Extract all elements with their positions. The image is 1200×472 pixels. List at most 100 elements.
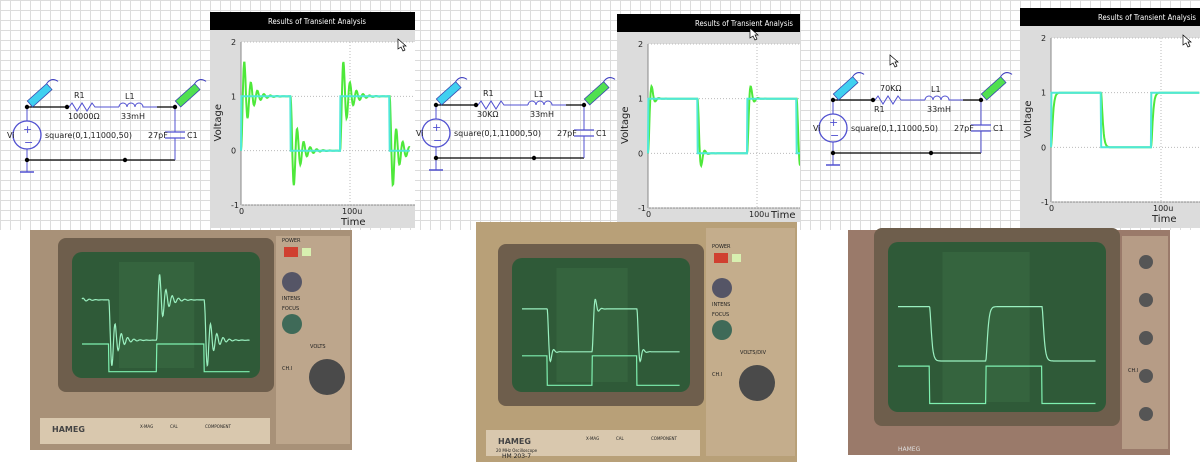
node-dot bbox=[473, 102, 479, 108]
scope-trace-input bbox=[898, 365, 1096, 405]
focus-knob[interactable] bbox=[712, 320, 732, 340]
resistor-r1[interactable] bbox=[67, 102, 119, 112]
component-tester-label: COMPONENT bbox=[205, 424, 231, 429]
intensity-knob[interactable] bbox=[282, 272, 302, 292]
input-probe-clip bbox=[455, 77, 468, 82]
voltage-source[interactable] bbox=[12, 120, 42, 150]
control-knob[interactable] bbox=[1139, 331, 1153, 345]
node-dot bbox=[433, 155, 439, 161]
y-axis-label: Voltage bbox=[620, 106, 631, 144]
capacitor-value: 27pF bbox=[148, 131, 168, 140]
capacitor-name: C1 bbox=[993, 124, 1004, 133]
resistor-r1[interactable] bbox=[476, 100, 528, 110]
volts-div-label: VOLTS/DIV bbox=[740, 350, 767, 356]
voltage-source[interactable] bbox=[818, 113, 848, 143]
source-expression: square(0,1,11000,50) bbox=[454, 129, 541, 138]
node-dot bbox=[830, 150, 836, 156]
inductor-l1[interactable] bbox=[527, 100, 566, 106]
input-probe-clip bbox=[852, 72, 865, 77]
output-probe-body bbox=[174, 83, 201, 108]
control-knob[interactable] bbox=[1139, 293, 1153, 307]
output-probe[interactable] bbox=[174, 77, 207, 108]
capacitor-name: C1 bbox=[596, 129, 607, 138]
control-panel bbox=[276, 236, 350, 444]
resistor-name: R1 bbox=[74, 91, 85, 100]
output-probe[interactable] bbox=[980, 70, 1013, 101]
power-button-icon bbox=[714, 253, 728, 263]
window-titlebar[interactable] bbox=[1020, 8, 1200, 26]
x-tick-label: 100u bbox=[1153, 204, 1173, 213]
mouse-cursor-icon bbox=[749, 27, 759, 41]
y-tick-label: 2 bbox=[1041, 34, 1046, 43]
y-tick-label: 0 bbox=[231, 147, 236, 156]
inductor-l1[interactable] bbox=[924, 95, 963, 101]
control-knob[interactable] bbox=[1139, 255, 1153, 269]
schematic-canvas[interactable] bbox=[0, 0, 1200, 230]
inductor-l1[interactable] bbox=[118, 102, 157, 108]
brand-logo: HAMEG bbox=[498, 437, 531, 446]
front-label-strip bbox=[486, 430, 700, 456]
input-probe-body bbox=[435, 81, 462, 106]
brand-logo: HAMEG bbox=[52, 425, 85, 434]
mouse-cursor-icon bbox=[397, 38, 407, 52]
x-tick-label: 100u bbox=[749, 210, 769, 219]
volts-div-label: VOLTS bbox=[310, 344, 326, 350]
intensity-knob[interactable] bbox=[712, 278, 732, 298]
input-probe-clip bbox=[46, 79, 59, 84]
window-titlebar[interactable] bbox=[210, 12, 415, 30]
control-knob[interactable] bbox=[1139, 369, 1153, 383]
volts-div-knob[interactable] bbox=[739, 365, 775, 401]
control-knob[interactable] bbox=[1139, 407, 1153, 421]
y-tick-label: 1 bbox=[1041, 89, 1046, 98]
intens-label: INTENS bbox=[712, 302, 730, 308]
x-tick-label: 0 bbox=[646, 210, 651, 219]
y-tick-label: 2 bbox=[638, 40, 643, 49]
output-probe[interactable] bbox=[583, 75, 616, 106]
inductor-name: L1 bbox=[125, 92, 135, 101]
node-dot bbox=[870, 97, 876, 103]
plot-area bbox=[648, 44, 800, 208]
y-tick-label: -1 bbox=[1041, 198, 1049, 207]
output-probe-body bbox=[980, 76, 1007, 101]
input-probe[interactable] bbox=[26, 77, 59, 108]
window-title: Results of Transient Analysis bbox=[268, 17, 366, 26]
output-probe-clip bbox=[603, 77, 616, 82]
node-dot bbox=[24, 157, 30, 163]
cal-label: CAL bbox=[170, 424, 179, 429]
y-tick-label: 0 bbox=[638, 149, 643, 158]
focus-knob[interactable] bbox=[282, 314, 302, 334]
power-led-icon bbox=[302, 248, 311, 256]
series-input-line bbox=[647, 97, 800, 155]
xmag-label: X-MAG bbox=[140, 424, 153, 429]
plus-icon: + bbox=[432, 121, 441, 134]
window-titlebar[interactable] bbox=[617, 14, 800, 32]
node-dot bbox=[64, 104, 70, 110]
y-tick-label: 0 bbox=[1041, 143, 1046, 152]
resistor-name: R1 bbox=[483, 89, 494, 98]
inductor-value: 33mH bbox=[121, 112, 145, 121]
volts-div-knob[interactable] bbox=[309, 359, 345, 395]
input-probe[interactable] bbox=[435, 75, 468, 106]
node-dot bbox=[122, 157, 128, 163]
inductor-name: L1 bbox=[931, 85, 941, 94]
resistor-value: 70KΩ bbox=[880, 84, 902, 93]
node-dot bbox=[830, 97, 836, 103]
node-dot bbox=[433, 102, 439, 108]
power-label: POWER bbox=[282, 238, 301, 244]
input-probe[interactable] bbox=[832, 70, 865, 101]
resistor-r1[interactable] bbox=[873, 95, 925, 105]
ch1-label: CH.I bbox=[282, 366, 292, 372]
mouse-cursor-icon bbox=[1182, 34, 1192, 48]
node-dot bbox=[581, 102, 587, 108]
voltage-source[interactable] bbox=[421, 118, 451, 148]
